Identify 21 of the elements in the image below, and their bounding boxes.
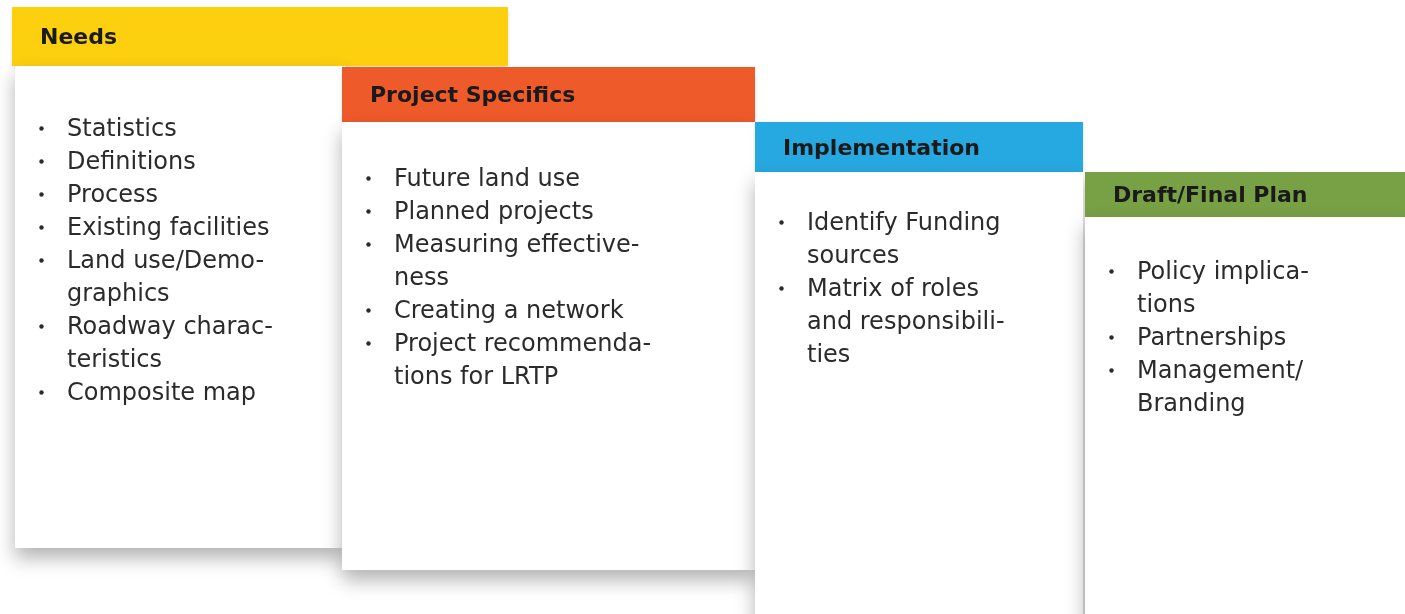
list-item: Matrix of roles and responsibili-ties (807, 273, 1006, 370)
list-item: Partnerships (1137, 322, 1287, 353)
card-header: Draft/Final Plan (1085, 172, 1405, 217)
list-item: Measuring effective-ness (394, 229, 641, 293)
list-item: Process (67, 179, 159, 210)
list-item: Identify Funding sources (807, 207, 1002, 271)
card-header: Project Specifics (342, 67, 755, 122)
list-item: Planned projects (394, 196, 594, 227)
card-header: Implementation (755, 122, 1083, 172)
list-item: Policy implica-tions (1137, 256, 1310, 320)
card-header: Needs (12, 7, 508, 66)
list-item: Land use/Demo-graphics (67, 245, 266, 309)
list-item: Statistics (67, 113, 177, 144)
list-item: Project recommenda-tions for LRTP (394, 328, 653, 392)
list-item: Composite map (67, 377, 257, 408)
list-item: Creating a network (394, 295, 624, 326)
list-item: Definitions (67, 146, 196, 177)
list-item: Roadway charac-teristics (67, 311, 274, 375)
list-item: Future land use (394, 163, 580, 194)
list-item: Management/ Branding (1137, 355, 1305, 419)
list-item: Existing facilities (67, 212, 270, 243)
